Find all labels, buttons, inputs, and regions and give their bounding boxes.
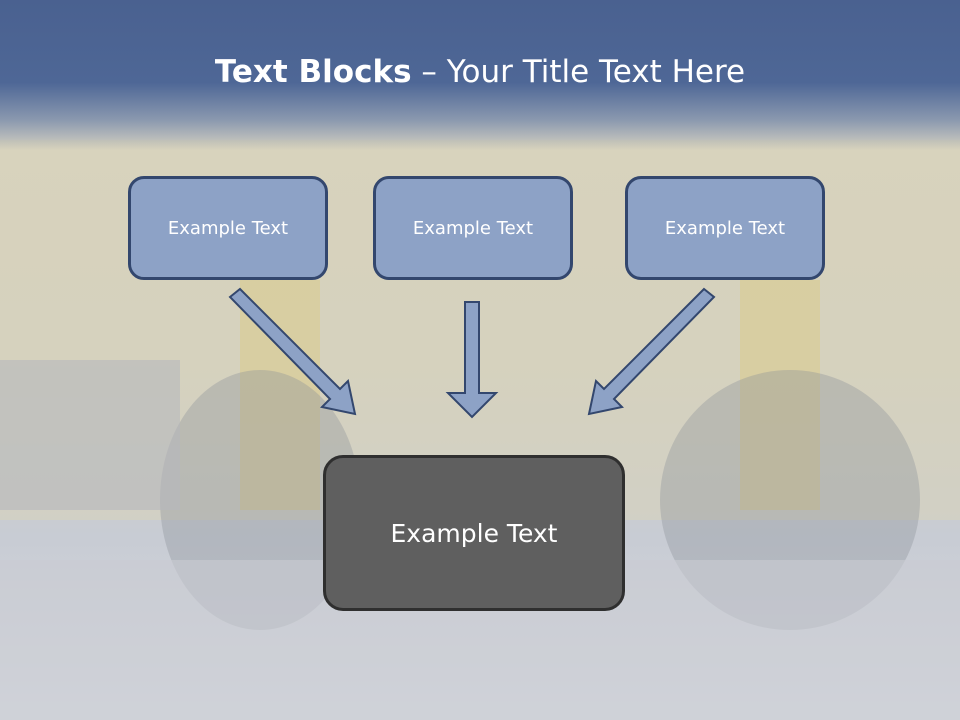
arrow-right xyxy=(587,287,716,416)
arrow-center xyxy=(445,301,499,419)
text-block-2-label: Example Text xyxy=(412,217,534,239)
main-text-block-label: Example Text xyxy=(390,518,558,548)
text-block-3-label: Example Text xyxy=(664,217,786,239)
arrow-left xyxy=(228,287,357,416)
title-rest: – Your Title Text Here xyxy=(411,54,746,90)
text-block-3[interactable]: Example Text xyxy=(625,176,825,280)
text-block-2[interactable]: Example Text xyxy=(373,176,573,280)
text-block-1[interactable]: Example Text xyxy=(128,176,328,280)
title-bold: Text Blocks xyxy=(214,54,412,90)
text-block-1-label: Example Text xyxy=(167,217,289,239)
title-bar xyxy=(0,0,960,150)
slide-title: Text Blocks – Your Title Text Here xyxy=(0,54,960,90)
main-text-block[interactable]: Example Text xyxy=(323,455,625,611)
